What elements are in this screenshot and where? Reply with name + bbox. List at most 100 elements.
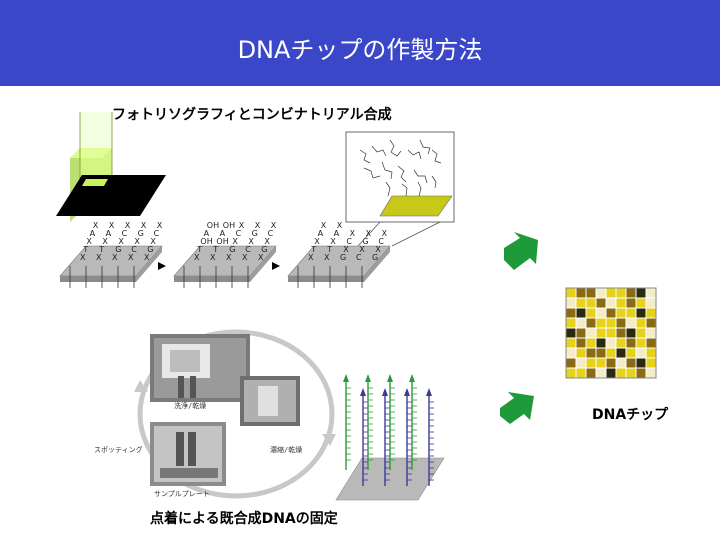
chip-spot	[596, 318, 606, 328]
svg-text:サンプルプレート: サンプルプレート	[154, 490, 210, 498]
chip-spot	[576, 298, 586, 308]
strand-letter: OH	[200, 237, 212, 246]
chip-spot	[586, 308, 596, 318]
chip-spot	[626, 338, 636, 348]
strand-letter: T	[98, 245, 104, 254]
chip-spot	[566, 348, 576, 358]
chip-spot	[596, 348, 606, 358]
chip-spot	[616, 298, 626, 308]
chip-spot	[576, 358, 586, 368]
strand-letter: C	[245, 245, 251, 254]
chip-spot	[636, 298, 646, 308]
strand-letter: X	[255, 221, 261, 230]
svg-text:洗浄/乾燥: 洗浄/乾燥	[174, 401, 206, 410]
step-arrow-1	[158, 262, 166, 270]
chip-spot	[596, 288, 606, 298]
chip-spot	[606, 288, 616, 298]
chip-spot	[626, 288, 636, 298]
chip-spot	[626, 308, 636, 318]
strand-letter: X	[248, 237, 254, 246]
title-bar	[0, 0, 720, 86]
chip-spot	[566, 318, 576, 328]
immobilized-dna	[335, 374, 445, 501]
strand-letter: X	[128, 253, 134, 262]
strand-letter: X	[359, 245, 365, 254]
strand-letter: X	[226, 253, 232, 262]
chip-spot	[626, 368, 636, 378]
chip-spot	[586, 318, 596, 328]
strand-letter: G	[362, 237, 368, 246]
strand-letter: C	[346, 237, 352, 246]
strand-letter: X	[239, 221, 245, 230]
chip-spot	[606, 308, 616, 318]
chip-spot	[646, 338, 656, 348]
strand-letter: X	[96, 253, 102, 262]
chip-spot	[636, 288, 646, 298]
chip-spot	[616, 338, 626, 348]
molecule-inset	[345, 131, 455, 247]
chip-spot	[596, 298, 606, 308]
chip-spot	[576, 328, 586, 338]
strand-letter: C	[356, 253, 362, 262]
chip-spot	[646, 318, 656, 328]
chip-spot	[636, 338, 646, 348]
chip-spot	[566, 298, 576, 308]
chip-spot	[576, 288, 586, 298]
strand-letter: A	[90, 229, 96, 238]
chip-spot	[606, 318, 616, 328]
chip-spot	[626, 298, 636, 308]
strand-letter: A	[106, 229, 112, 238]
chip-spot	[646, 308, 656, 318]
strand-letter: C	[131, 245, 137, 254]
strand-letter: T	[326, 245, 332, 254]
chip-spot	[606, 298, 616, 308]
mask-opening	[82, 179, 108, 186]
chip-spot	[586, 368, 596, 378]
chip-spot	[626, 318, 636, 328]
strand-letter: X	[271, 221, 277, 230]
strand-letter: X	[350, 229, 356, 238]
strand-letter: X	[232, 237, 238, 246]
chip-spot	[606, 368, 616, 378]
strand-letter: X	[118, 237, 124, 246]
strand-letter: X	[264, 237, 270, 246]
chip-spot	[606, 328, 616, 338]
chip-spot	[576, 348, 586, 358]
strand-letter: X	[258, 253, 264, 262]
strand-letter: X	[375, 245, 381, 254]
strand-letter: X	[150, 237, 156, 246]
strand-letter: X	[141, 221, 147, 230]
chip-spot	[636, 318, 646, 328]
strand-letter: OH	[207, 221, 219, 230]
chip-spot	[596, 338, 606, 348]
chip-spot	[626, 358, 636, 368]
strand-letter: X	[366, 229, 372, 238]
strand-letter: X	[80, 253, 86, 262]
strand-letter: G	[261, 245, 267, 254]
chip-spot	[566, 288, 576, 298]
strand-letter: X	[109, 221, 115, 230]
strand-letter: X	[382, 229, 388, 238]
chip-spot	[606, 348, 616, 358]
chip-spot	[596, 358, 606, 368]
chip-spot	[576, 318, 586, 328]
chip-spot	[616, 368, 626, 378]
chip-spot	[646, 358, 656, 368]
strand-letter: A	[220, 229, 226, 238]
chip-spot	[626, 328, 636, 338]
chip-spot	[586, 328, 596, 338]
chip-spot	[576, 308, 586, 318]
strand-letter: A	[318, 229, 324, 238]
strand-letter: X	[321, 221, 327, 230]
strand-letter: X	[343, 245, 349, 254]
chip-spot	[646, 368, 656, 378]
strand-letter: G	[340, 253, 346, 262]
strand-letter: G	[372, 253, 378, 262]
strand-letter: X	[86, 237, 92, 246]
strand-letter: X	[308, 253, 314, 262]
strand-letter: X	[144, 253, 150, 262]
step-arrow-2	[272, 262, 280, 270]
strand-letter: X	[112, 253, 118, 262]
strand-letter: X	[242, 253, 248, 262]
